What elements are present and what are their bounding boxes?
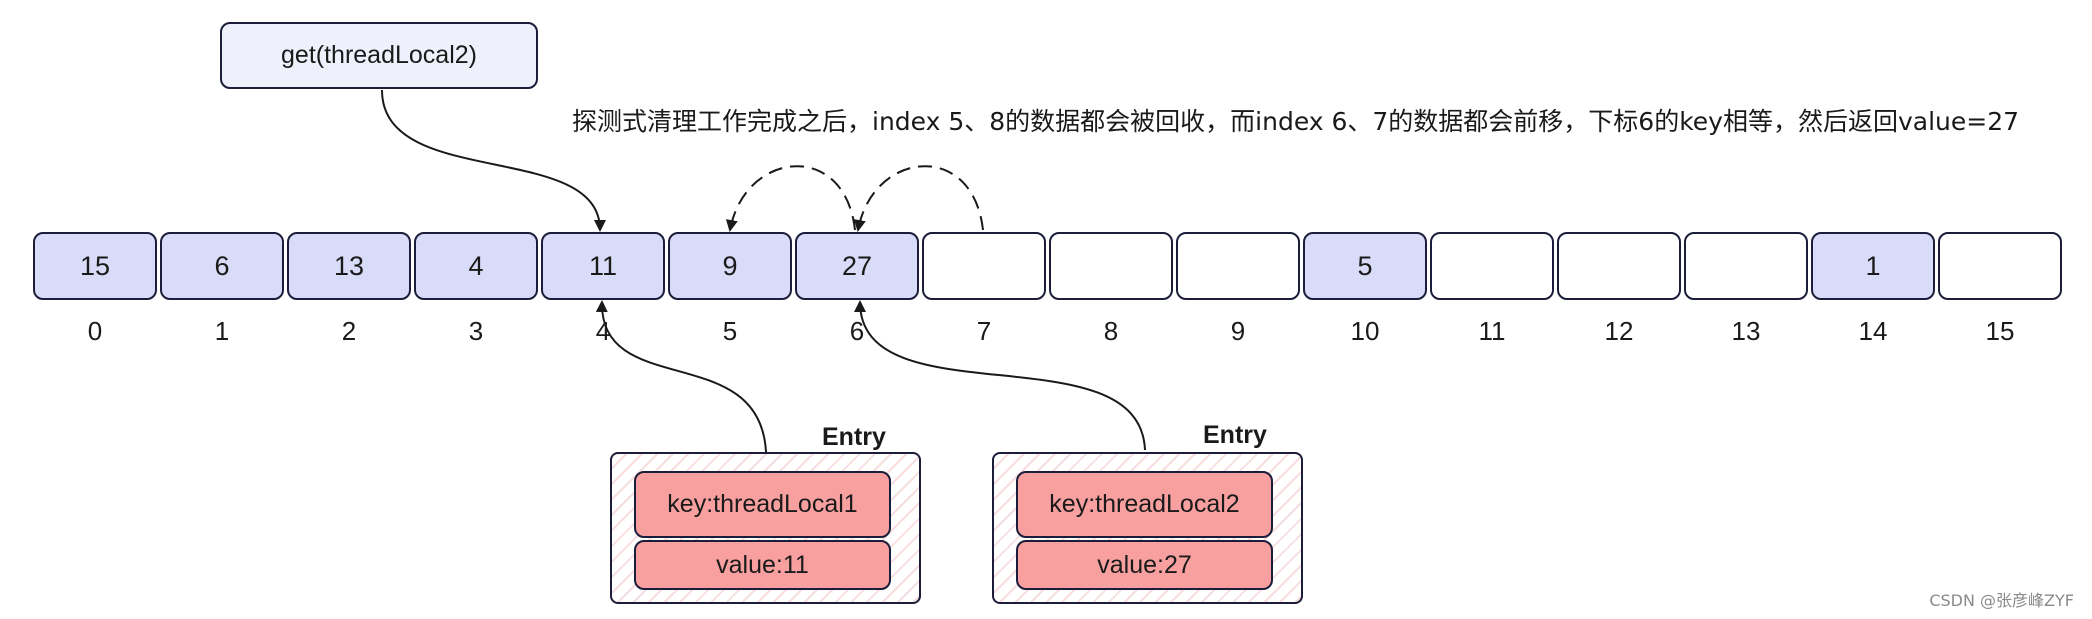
dashed-shift-7-to-6 bbox=[853, 165, 984, 232]
table-slot-4: 11 bbox=[541, 232, 665, 300]
arrow-call-to-index-4 bbox=[381, 89, 606, 232]
slot-index-label-14: 14 bbox=[1858, 316, 1888, 346]
table-slot-6: 27 bbox=[795, 232, 919, 300]
watermark: CSDN @张彦峰ZYF bbox=[1929, 591, 2074, 610]
table-slot-5: 9 bbox=[668, 232, 792, 300]
slot-index-label-13: 13 bbox=[1731, 316, 1761, 346]
entry-title-1: Entry bbox=[822, 423, 886, 451]
table-slot-3: 4 bbox=[414, 232, 538, 300]
table-slot-14: 1 bbox=[1811, 232, 1935, 300]
entry-box-2: key:threadLocal2 value:27 bbox=[992, 452, 1303, 604]
cleanup-note: 探测式清理工作完成之后，index 5、8的数据都会被回收，而index 6、7… bbox=[572, 107, 2020, 136]
entry-key-2: key:threadLocal2 bbox=[1016, 471, 1273, 538]
table-slot-11 bbox=[1430, 232, 1554, 300]
slot-index-label-10: 10 bbox=[1350, 316, 1380, 346]
slot-index-label-6: 6 bbox=[849, 316, 865, 346]
slot-index-label-8: 8 bbox=[1103, 316, 1119, 346]
table-slot-8 bbox=[1049, 232, 1173, 300]
slot-index-label-15: 15 bbox=[1985, 316, 2015, 346]
get-call-box: get(threadLocal2) bbox=[220, 22, 538, 89]
slot-index-label-12: 12 bbox=[1604, 316, 1634, 346]
slot-index-label-0: 0 bbox=[87, 316, 103, 346]
entry-value-2: value:27 bbox=[1016, 540, 1273, 590]
table-slot-1: 6 bbox=[160, 232, 284, 300]
slot-index-label-1: 1 bbox=[214, 316, 230, 346]
slot-index-label-11: 11 bbox=[1478, 316, 1506, 346]
entry-title-2: Entry bbox=[1203, 421, 1267, 449]
entry-key-1: key:threadLocal1 bbox=[634, 471, 891, 538]
table-slot-10: 5 bbox=[1303, 232, 1427, 300]
table-slot-12 bbox=[1557, 232, 1681, 300]
slot-index-label-4: 4 bbox=[595, 316, 611, 346]
table-slot-0: 15 bbox=[33, 232, 157, 300]
slot-index-label-5: 5 bbox=[722, 316, 738, 346]
slot-index-label-7: 7 bbox=[976, 316, 992, 346]
arrow-entry2-to-index-6 bbox=[854, 300, 1146, 451]
get-call-label: get(threadLocal2) bbox=[281, 41, 477, 69]
table-slot-9 bbox=[1176, 232, 1300, 300]
table-slot-15 bbox=[1938, 232, 2062, 300]
entry-box-1: key:threadLocal1 value:11 bbox=[610, 452, 921, 604]
slot-index-label-9: 9 bbox=[1230, 316, 1246, 346]
slot-index-label-3: 3 bbox=[468, 316, 484, 346]
arrow-entry1-to-index-4 bbox=[595, 300, 767, 453]
slot-index-label-2: 2 bbox=[341, 316, 357, 346]
table-slot-2: 13 bbox=[287, 232, 411, 300]
table-slot-7 bbox=[922, 232, 1046, 300]
dashed-shift-6-to-5 bbox=[725, 165, 856, 232]
table-slot-13 bbox=[1684, 232, 1808, 300]
entry-value-1: value:11 bbox=[634, 540, 891, 590]
